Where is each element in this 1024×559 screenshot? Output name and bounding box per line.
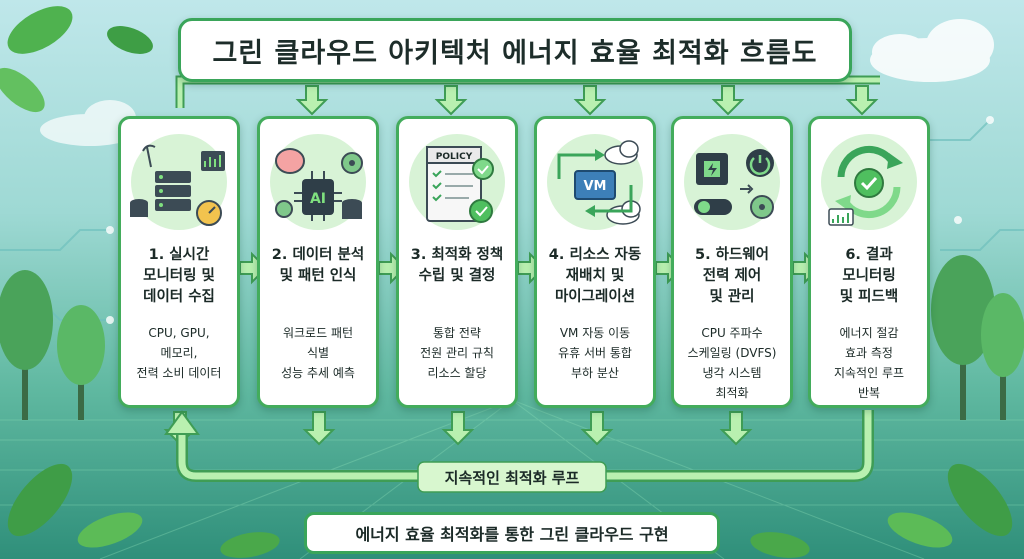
- step-title: 5. 하드웨어 전력 제어 및 관리: [694, 247, 769, 305]
- icon-text: AI: [310, 191, 326, 207]
- step-title: 2. 데이터 분석 및 패턴 인식: [271, 247, 365, 284]
- vm-migration-icon: VM: [547, 134, 643, 230]
- step-description: 통합 전략 전원 관리 규칙 리소스 할당: [420, 326, 494, 380]
- top-flow-arrows: [175, 75, 880, 116]
- step-description: VM 자동 이동 유휴 서버 통합 부하 분산: [558, 326, 632, 380]
- loop-label: 지속적인 최적화 루프: [444, 468, 580, 487]
- step-description: CPU, GPU, 메모리, 전력 소비 데이터: [136, 326, 222, 380]
- power-control-icon: [684, 134, 780, 230]
- cloud-icon: [870, 19, 994, 82]
- footer-banner: 에너지 효율 최적화를 통한 그린 클라우드 구현: [304, 512, 720, 554]
- leaf-icon: [7, 463, 1013, 558]
- down-arrows: [163, 411, 753, 446]
- step-title: 4. 리소스 자동 재배치 및 마이그레이션: [548, 247, 642, 305]
- step-card-6: 6. 결과 모니터링 및 피드백 에너지 절감 효과 측정 지속적인 루프 반복: [808, 116, 930, 408]
- step-card-3: POLICY 3. 최적화 정책 수립 및 결정 통합 전략 전원 관리 규칙 …: [396, 116, 518, 408]
- leaf-icon: [0, 6, 153, 113]
- step-card-5: 5. 하드웨어 전력 제어 및 관리 CPU 주파수 스케일링 (DVFS) 냉…: [671, 116, 793, 408]
- step-description: CPU 주파수 스케일링 (DVFS) 냉각 시스템 최적화: [687, 326, 777, 400]
- ai-chip-icon: AI: [270, 134, 366, 230]
- step-card-2: AI 2. 데이터 분석 및 패턴 인식 워크로드 패턴 식별 성능 추세 예측: [257, 116, 379, 408]
- server-monitoring-icon: [130, 134, 227, 230]
- policy-document-icon: POLICY: [409, 134, 505, 230]
- icon-text: POLICY: [436, 152, 473, 162]
- step-card-4: VM 4. 리소스 자동 재배치 및 마이그레이션 VM 자동 이동 유휴 서버…: [534, 116, 656, 408]
- page-title: 그린 클라우드 아키텍처 에너지 효율 최적화 흐름도: [178, 18, 852, 82]
- step-title: 1. 실시간 모니터링 및 데이터 수집: [143, 247, 215, 305]
- icon-text: VM: [584, 179, 607, 194]
- step-title: 6. 결과 모니터링 및 피드백: [839, 247, 899, 305]
- tree-icon: [931, 255, 1024, 420]
- tree-icon: [0, 270, 105, 420]
- feedback-cycle-icon: [821, 134, 917, 230]
- step-card-1: 1. 실시간 모니터링 및 데이터 수집 CPU, GPU, 메모리, 전력 소…: [118, 116, 240, 408]
- step-title: 3. 최적화 정책 수립 및 결정: [410, 247, 504, 284]
- step-description: 워크로드 패턴 식별 성능 추세 예측: [281, 326, 355, 380]
- step-description: 에너지 절감 효과 측정 지속적인 루프 반복: [833, 326, 905, 400]
